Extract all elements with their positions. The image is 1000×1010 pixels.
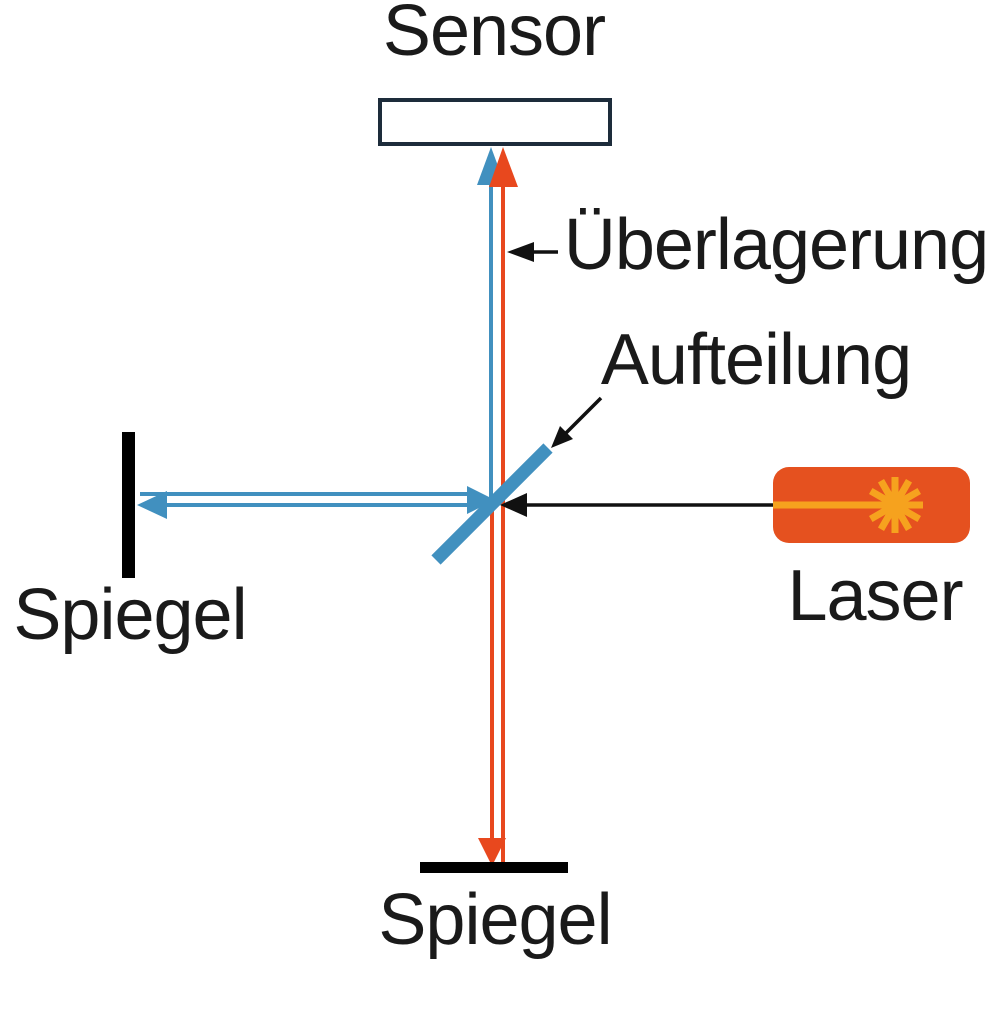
annotation-arrow-superposition [507,242,558,262]
mirror-left [122,432,135,578]
label-mirror-left: Spiegel [13,575,247,655]
label-sensor: Sensor [382,0,606,71]
arrowhead-red-down-icon [478,838,506,866]
arrowhead-red-up-icon [489,147,518,187]
arrowhead-annotation-left-icon [507,242,534,262]
label-laser: Laser [787,556,963,636]
sensor-box [378,98,612,146]
arrowhead-blue-right-icon [467,486,495,514]
arrowhead-blue-left-icon [137,491,167,519]
annotation-arrow-splitting [551,396,603,448]
label-superposition: Überlagerung [563,205,989,285]
label-mirror-bottom: Spiegel [378,880,612,960]
mirror-bottom [420,862,568,873]
arrowhead-annotation-downleft-icon [551,426,573,448]
laser-starburst-icon [867,477,923,533]
laser-icon [773,467,970,543]
arrowhead-laser-left-icon [500,493,527,517]
beam-splitter [431,443,553,565]
label-splitting: Aufteilung [600,320,912,400]
